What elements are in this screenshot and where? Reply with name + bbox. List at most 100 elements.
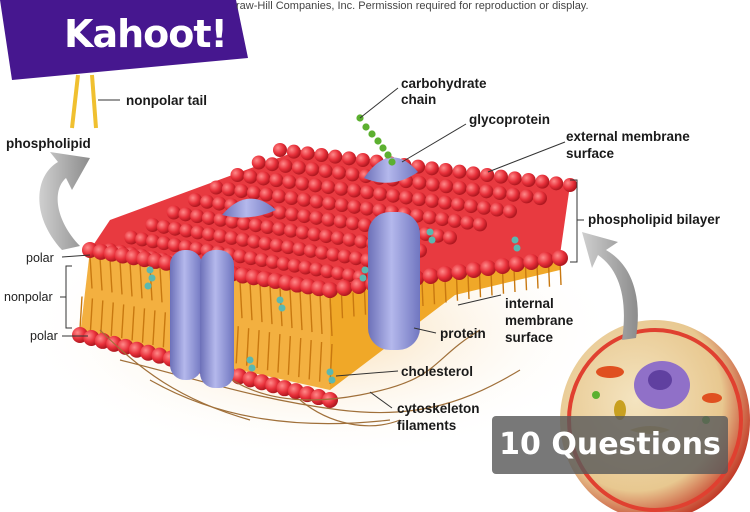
phospholipid-head [168,221,183,236]
carbohydrate-bead [388,158,396,166]
phospholipid-tail [259,284,263,323]
phospholipid-tail [89,255,93,289]
phospholipid-head [292,241,307,256]
label-internal-2: membrane [505,313,574,328]
phospholipid-head [259,187,274,202]
phospholipid-head [308,178,323,193]
phospholipid-head [506,187,521,202]
phospholipid-head [202,227,217,242]
label-internal-1: internal [505,296,554,311]
phospholipid-head [276,256,291,271]
phospholipid-tail [239,280,243,319]
phospholipid-head [334,198,349,213]
phospholipid-head [269,173,284,188]
phospholipid-head [464,199,479,214]
phospholipid-head [342,151,357,166]
phospholipid-tail [340,294,344,319]
phospholipid-tail [478,273,482,298]
phospholipid-tail [120,304,125,339]
phospholipid-head [337,249,352,264]
phospholipid-head [355,153,370,167]
phospholipid-head [334,181,349,196]
label-external-1: external membrane [566,129,690,144]
phospholipid-head [451,197,466,212]
phospholipid-head [333,214,348,229]
phospholipid-tail [159,267,163,303]
phospholipid-head [190,225,205,240]
question-count-badge[interactable]: 10 Questions [492,416,728,474]
phospholipid-head [563,178,577,192]
kahoot-banner [0,0,248,80]
phospholipid-head [537,252,554,268]
phospholipid-tail [299,290,303,331]
phospholipid-tail [266,332,271,371]
phospholipid-head [269,238,284,253]
label-cytoskeleton-1: cytoskeleton [397,401,480,416]
phospholipid-head [422,268,439,284]
label-cytoskeleton-2: filaments [397,418,457,433]
phospholipid-head [265,157,280,172]
phospholipid-head [342,268,357,282]
phospholipid-tail [89,298,94,332]
surface-protein-left [222,198,276,218]
phospholipid-head [145,218,160,232]
phospholipid-head [422,210,437,225]
phospholipid-head [494,258,511,274]
phospholipid-tail [309,292,313,333]
phospholipid-head [248,218,263,233]
left-curved-arrow [39,152,90,250]
phospholipid-head [124,230,139,245]
label-external-2: surface [566,146,615,161]
phospholipid-head [320,264,335,279]
phospholipid-head [452,180,467,195]
phospholipid-tail [269,285,273,325]
phospholipid-tail [100,300,104,334]
phospholipid-head [347,183,362,198]
phospholipid-head [480,260,497,276]
phospholipid-head [251,155,266,170]
phospholipid-tail [536,264,539,289]
phospholipid-head [233,249,248,264]
phospholipid-head [460,215,475,230]
phospholipid-head [265,254,280,269]
phospholipid-head [166,205,181,220]
phospholipid-head [322,196,337,211]
phospholipid-head [412,175,427,190]
phospholipid-head [330,230,345,245]
label-glycoprotein: glycoprotein [469,112,551,127]
phospholipid-tail [467,274,470,300]
label-nonpolar-tail: nonpolar tail [126,93,207,108]
phospholipid-tail [110,302,114,336]
phospholipid-head [490,202,505,217]
phospholipid-tail [490,271,493,296]
phospholipid-tail [318,341,323,382]
phospholipid-head [209,180,224,195]
phospholipid-head [360,185,375,200]
carbohydrate-bead [362,123,370,131]
phospholipid-head [190,209,205,224]
phospholipid-head [359,201,374,216]
phospholipid-head [256,171,271,186]
phospholipid-head [246,185,261,200]
phospholipid-head [285,207,300,222]
phospholipid-head [234,184,249,199]
phospholipid-tail [109,259,113,293]
phospholipid-head [439,179,454,194]
phospholipid-head [224,230,239,245]
phospholipid-head [523,254,540,270]
label-carbohydrate-2: chain [401,92,437,107]
phospholipid-head [258,236,273,251]
phospholipid-tail [162,312,167,348]
phospholipid-head [519,189,534,204]
phospholipid-tail [329,295,332,321]
transmembrane-protein-3 [368,212,420,350]
phospholipid-head [156,236,171,251]
phospholipid-head [188,193,202,207]
phospholipid-head [521,173,536,187]
phospholipid-head [443,230,457,245]
phospholipid-head [179,223,194,238]
phospholipid-tail [249,282,253,321]
phospholipid-head [477,200,492,215]
phospholipid-tail [141,308,146,343]
phospholipid-head [466,166,481,181]
